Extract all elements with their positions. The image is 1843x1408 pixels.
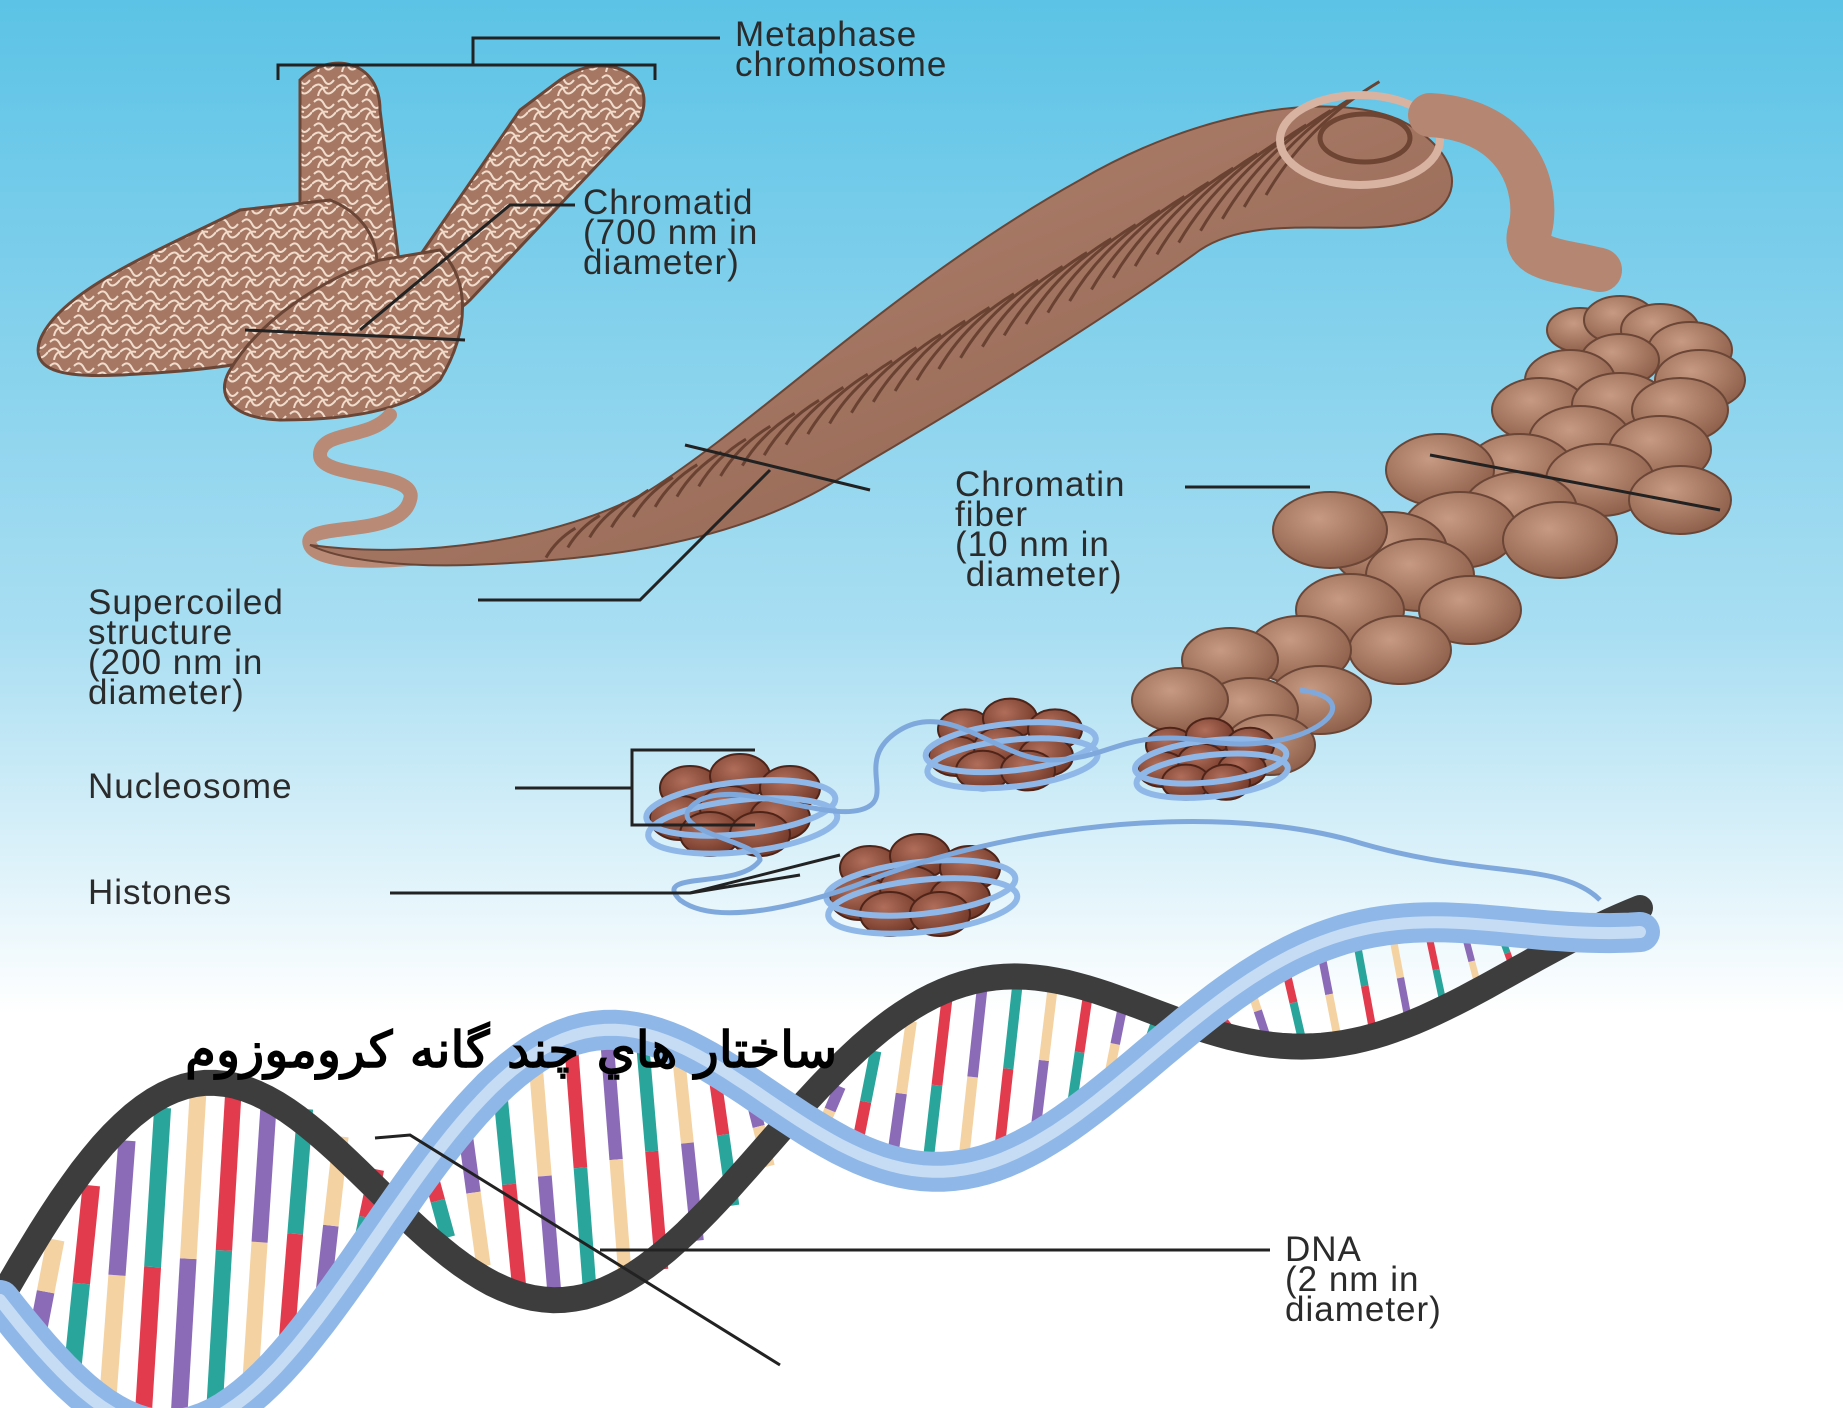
- base-pair-half: [214, 1250, 224, 1408]
- label-metaphase-chromosome: Metaphase chromosome: [735, 20, 947, 80]
- label-line: Histones: [88, 878, 232, 908]
- base-pair-half: [178, 1259, 188, 1408]
- label-line: Nucleosome: [88, 772, 293, 802]
- label-chromatid: Chromatid (700 nm in diameter): [583, 188, 758, 278]
- chromatin-bead: [1273, 492, 1387, 568]
- label-line: diameter): [955, 560, 1125, 590]
- label-line: diameter): [583, 248, 758, 278]
- label-dna: DNA (2 nm in diameter): [1285, 1235, 1442, 1325]
- base-pair-half: [224, 1083, 234, 1251]
- base-pair-half: [117, 1141, 127, 1276]
- base-pair-half: [81, 1185, 91, 1283]
- label-histones: Histones: [88, 878, 232, 908]
- label-supercoiled-structure: Supercoiled structure (200 nm in diamete…: [88, 588, 284, 708]
- label-nucleosome: Nucleosome: [88, 772, 293, 802]
- chromatin-bead: [1629, 466, 1731, 534]
- chromatin-bead: [1503, 502, 1617, 578]
- label-line: diameter): [1285, 1295, 1442, 1325]
- chromatin-bead: [1349, 616, 1451, 684]
- base-pair-half: [473, 1193, 483, 1266]
- base-pair-half: [46, 1240, 56, 1292]
- label-line: chromosome: [735, 50, 947, 80]
- base-pair-half: [143, 1267, 153, 1408]
- label-chromatin-fiber: Chromatin fiber (10 nm in diameter): [955, 470, 1125, 590]
- base-pair-half: [188, 1088, 198, 1258]
- base-pair-half: [153, 1108, 163, 1267]
- label-line: diameter): [88, 678, 284, 708]
- persian-caption: ساختار هاي چند گانه كروموزوم: [185, 1020, 837, 1079]
